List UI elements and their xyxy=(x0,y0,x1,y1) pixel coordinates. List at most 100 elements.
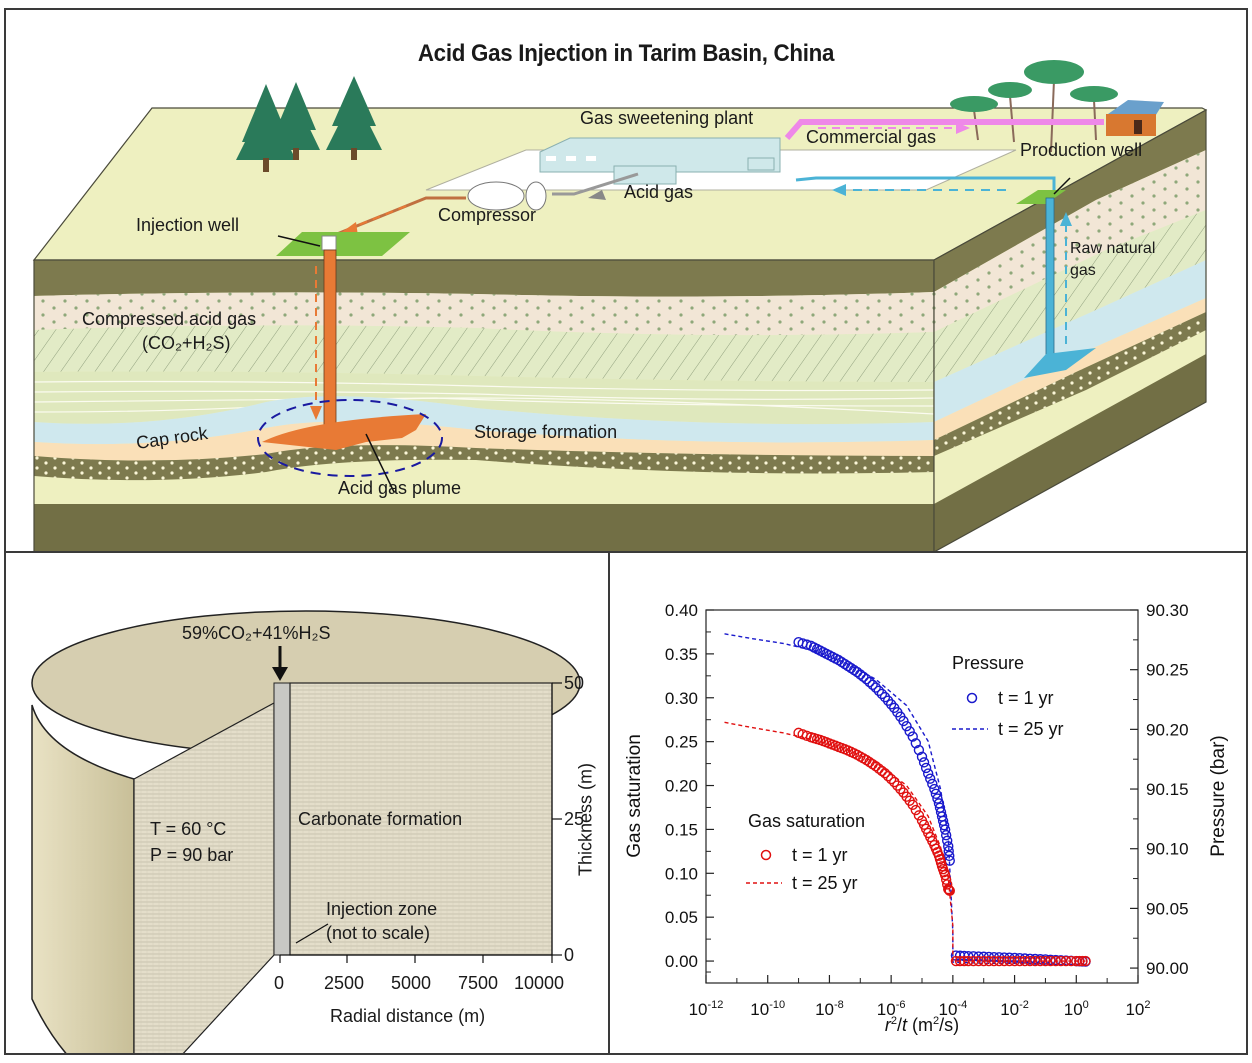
plot-frame xyxy=(705,609,1139,984)
data-point-pressure-t-1-yr xyxy=(858,671,869,683)
data-point-gas-saturation-t-1-yr-far-field xyxy=(963,955,974,967)
data-point-pressure-t-1-yr xyxy=(927,778,938,790)
data-point-gas-saturation-t-1-yr-far-field xyxy=(1019,955,1031,967)
side-face-strata xyxy=(933,108,1207,551)
data-point-pressure-t-1-yr xyxy=(920,762,932,774)
plume-boundary xyxy=(257,399,443,477)
legend-gas-1yr: t = 1 yr xyxy=(792,845,848,865)
data-point-gas-saturation-t-1-yr-far-field xyxy=(1080,955,1091,967)
injection-well-pipe xyxy=(323,249,337,441)
data-point-gas-saturation-t-1-yr xyxy=(892,780,903,791)
x-axis-label: r2/t (m2/s) xyxy=(885,1015,959,1035)
data-point-gas-saturation-t-1-yr-far-field xyxy=(1055,955,1067,967)
y-left-tick-label: 0.10 xyxy=(665,864,698,883)
data-point-gas-saturation-t-1-yr-far-field xyxy=(1060,955,1072,967)
data-point-pressure-t-1-yr xyxy=(898,715,909,727)
data-point-gas-saturation-t-1-yr-far-field xyxy=(978,955,989,967)
x-tick-10000: 10000 xyxy=(514,973,565,993)
production-pad xyxy=(1016,190,1066,204)
data-point-gas-saturation-t-1-yr xyxy=(913,810,925,821)
label-raw-natural-gas-1: Raw natural xyxy=(1070,240,1156,257)
data-point-gas-saturation-t-1-yr xyxy=(942,879,953,890)
legend-gas-title: Gas saturation xyxy=(748,811,865,831)
data-point-pressure-t-1-yr xyxy=(870,682,881,693)
y-left-tick-label: 0.15 xyxy=(665,820,698,839)
data-point-gas-saturation-t-1-yr-far-field xyxy=(1077,955,1088,967)
cylinder-model xyxy=(31,610,581,1053)
label-carbonate-formation: Carbonate formation xyxy=(298,809,463,829)
y-tick-50: 50 xyxy=(564,673,585,693)
data-point-gas-saturation-t-1-yr-far-field xyxy=(1050,955,1061,967)
data-point-pressure-t-1-yr xyxy=(907,731,918,742)
y-right-tick-label: 90.10 xyxy=(1146,840,1189,859)
x-tick-label: 10-12 xyxy=(689,999,724,1019)
y-left-tick-label: 0.05 xyxy=(665,908,698,927)
data-point-pressure-t-1-yr xyxy=(913,744,925,756)
x-tick-label: 102 xyxy=(1125,999,1150,1019)
data-point-gas-saturation-t-1-yr-far-field xyxy=(973,955,984,967)
data-point-pressure-t-1-yr xyxy=(901,720,912,732)
label-production-well: Production well xyxy=(1020,140,1143,160)
label-compressed-acid-gas-formula: (CO₂+H₂S) xyxy=(142,333,231,353)
x-tick-label: 10-8 xyxy=(815,999,844,1019)
data-point-pressure-t-1-yr xyxy=(885,699,897,710)
label-injection-composition: 59%CO₂+41%H₂S xyxy=(182,623,331,643)
label-injection-zone: Injection zone xyxy=(326,899,438,919)
legend-pressure-25yr: t = 25 yr xyxy=(998,719,1064,739)
data-point-gas-saturation-t-1-yr-far-field xyxy=(993,955,1005,967)
x-tick-label: 10-4 xyxy=(939,999,968,1019)
data-point-pressure-t-1-yr xyxy=(932,793,943,804)
data-point-gas-saturation-t-1-yr-far-field xyxy=(983,955,995,967)
data-point-pressure-t-1-yr xyxy=(939,824,951,835)
radial-model-panel: 59%CO₂+41%H₂S T = 60 °C P = 90 bar Carbo… xyxy=(4,551,610,1055)
y-right-tick-label: 90.05 xyxy=(1146,899,1189,918)
label-storage-formation: Storage formation xyxy=(474,422,618,442)
data-point-gas-saturation-t-1-yr-far-field xyxy=(954,955,966,967)
data-point-pressure-t-1-yr-far-field xyxy=(993,952,1005,963)
carbonate-formation-face xyxy=(289,682,553,956)
data-point-pressure-t-1-yr xyxy=(904,726,915,737)
label-acid-gas: Acid gas xyxy=(624,182,694,202)
data-point-gas-saturation-t-1-yr-far-field xyxy=(988,955,1000,967)
injection-arrow-icon xyxy=(272,667,288,681)
y-left-tick-label: 0.20 xyxy=(665,777,698,796)
y-axis-label: Thickness (m) xyxy=(575,763,596,877)
injection-zone-strip xyxy=(273,682,291,956)
legend-pressure-1yr-marker xyxy=(966,692,978,704)
data-point-pressure-t-1-yr xyxy=(801,639,813,650)
data-point-pressure-t-1-yr xyxy=(929,783,940,795)
data-point-gas-saturation-t-1-yr xyxy=(910,804,922,816)
y-left-tick-label: 0.40 xyxy=(665,601,698,620)
geology-block-diagram xyxy=(32,60,1208,551)
data-point-gas-saturation-t-1-yr-far-field xyxy=(1035,955,1046,967)
data-point-gas-saturation-t-1-yr-far-field xyxy=(950,955,962,967)
data-point-gas-saturation-t-1-yr xyxy=(882,770,894,782)
data-point-pressure-t-1-yr xyxy=(882,695,894,706)
front-face-strata xyxy=(33,259,935,551)
data-point-gas-saturation-t-1-yr-far-field xyxy=(1029,955,1041,967)
data-point-pressure-t-1-yr-far-field xyxy=(1014,953,1025,964)
y-tick-0: 0 xyxy=(564,945,575,965)
data-point-gas-saturation-t-1-yr xyxy=(939,869,951,881)
label-raw-natural-gas-2: gas xyxy=(1070,262,1096,279)
compressor xyxy=(467,181,525,211)
data-point-pressure-t-1-yr xyxy=(925,773,936,784)
y-left-tick-label: 0.25 xyxy=(665,733,698,752)
data-point-pressure-t-1-yr xyxy=(864,676,875,688)
gas-sweetening-plant xyxy=(539,137,781,173)
injection-pad xyxy=(276,232,410,256)
data-point-gas-saturation-t-1-yr xyxy=(889,776,900,788)
production-well-pipe xyxy=(1045,197,1055,359)
data-point-pressure-t-1-yr xyxy=(876,688,888,700)
label-compressed-acid-gas: Compressed acid gas xyxy=(82,309,257,329)
commercial-gas-pipe xyxy=(784,119,1104,140)
y-right-tick-label: 90.20 xyxy=(1146,720,1189,739)
data-point-pressure-t-1-yr xyxy=(938,820,950,831)
diagram-title: Acid Gas Injection in Tarim Basin, China xyxy=(417,40,835,67)
data-point-gas-saturation-t-1-yr-far-field xyxy=(1004,955,1015,967)
data-point-pressure-t-1-yr xyxy=(879,691,891,703)
x-axis-label: Radial distance (m) xyxy=(330,1006,486,1026)
label-gas-sweetening-plant: Gas sweetening plant xyxy=(580,108,754,128)
